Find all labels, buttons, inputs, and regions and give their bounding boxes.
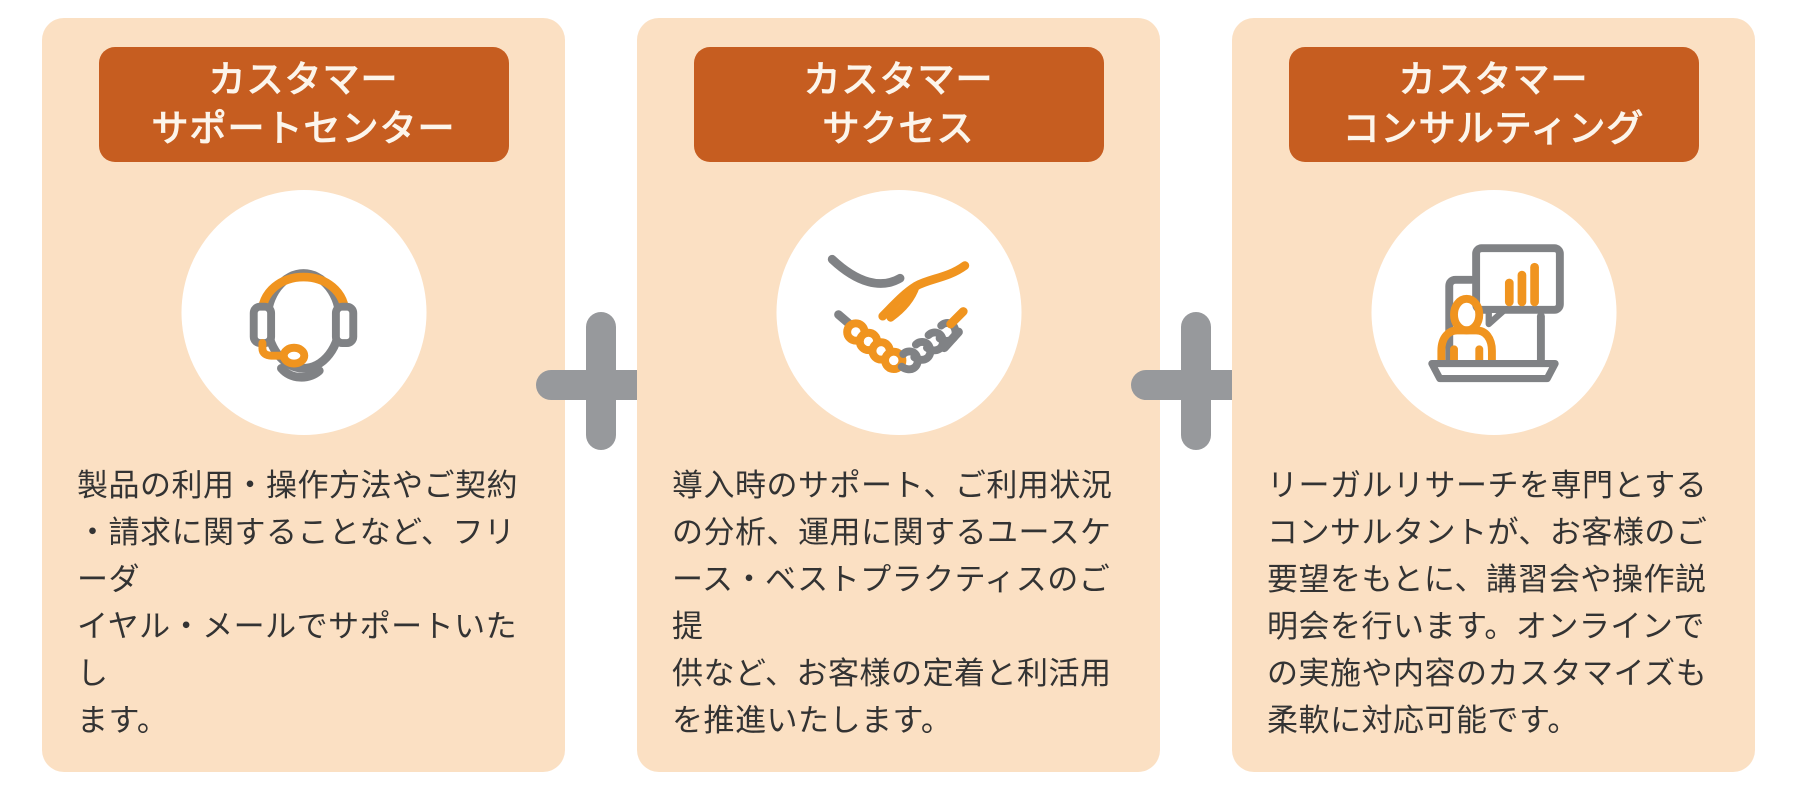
card-customer-success: カスタマー サクセス 導入時のサポート、ご利用状況 の分析、運用に関するユースケ… xyxy=(637,18,1160,772)
card-description: 製品の利用・操作方法やご契約 ・請求に関することなど、フリーダ イヤル・メールで… xyxy=(77,468,518,739)
card-title-badge: カスタマー サポートセンター xyxy=(98,47,509,162)
icon-circle xyxy=(776,190,1021,435)
icon-circle xyxy=(1371,190,1616,435)
headset-icon xyxy=(249,268,358,382)
card-title-badge: カスタマー コンサルティング xyxy=(1288,47,1699,162)
card-customer-consulting: カスタマー コンサルティング リーガルリサーチを専門とする コンサルタントが、お… xyxy=(1232,18,1755,772)
card-customer-support-center: カスタマー サポートセンター 製品の利用・操作方法やご契約 ・請求に関することな… xyxy=(42,18,565,772)
card-title-badge: カスタマー サクセス xyxy=(693,47,1104,162)
card-description: 導入時のサポート、ご利用状況 の分析、運用に関するユースケ ース・ベストプラクテ… xyxy=(672,468,1113,739)
plus-icon xyxy=(536,312,666,450)
consulting-icon xyxy=(1428,243,1564,382)
plus-icon xyxy=(1131,312,1261,450)
icon-circle xyxy=(181,190,426,435)
card-description: リーガルリサーチを専門とする コンサルタントが、お客様のご 要望をもとに、講習会… xyxy=(1267,468,1708,739)
handshake-icon xyxy=(827,254,970,373)
